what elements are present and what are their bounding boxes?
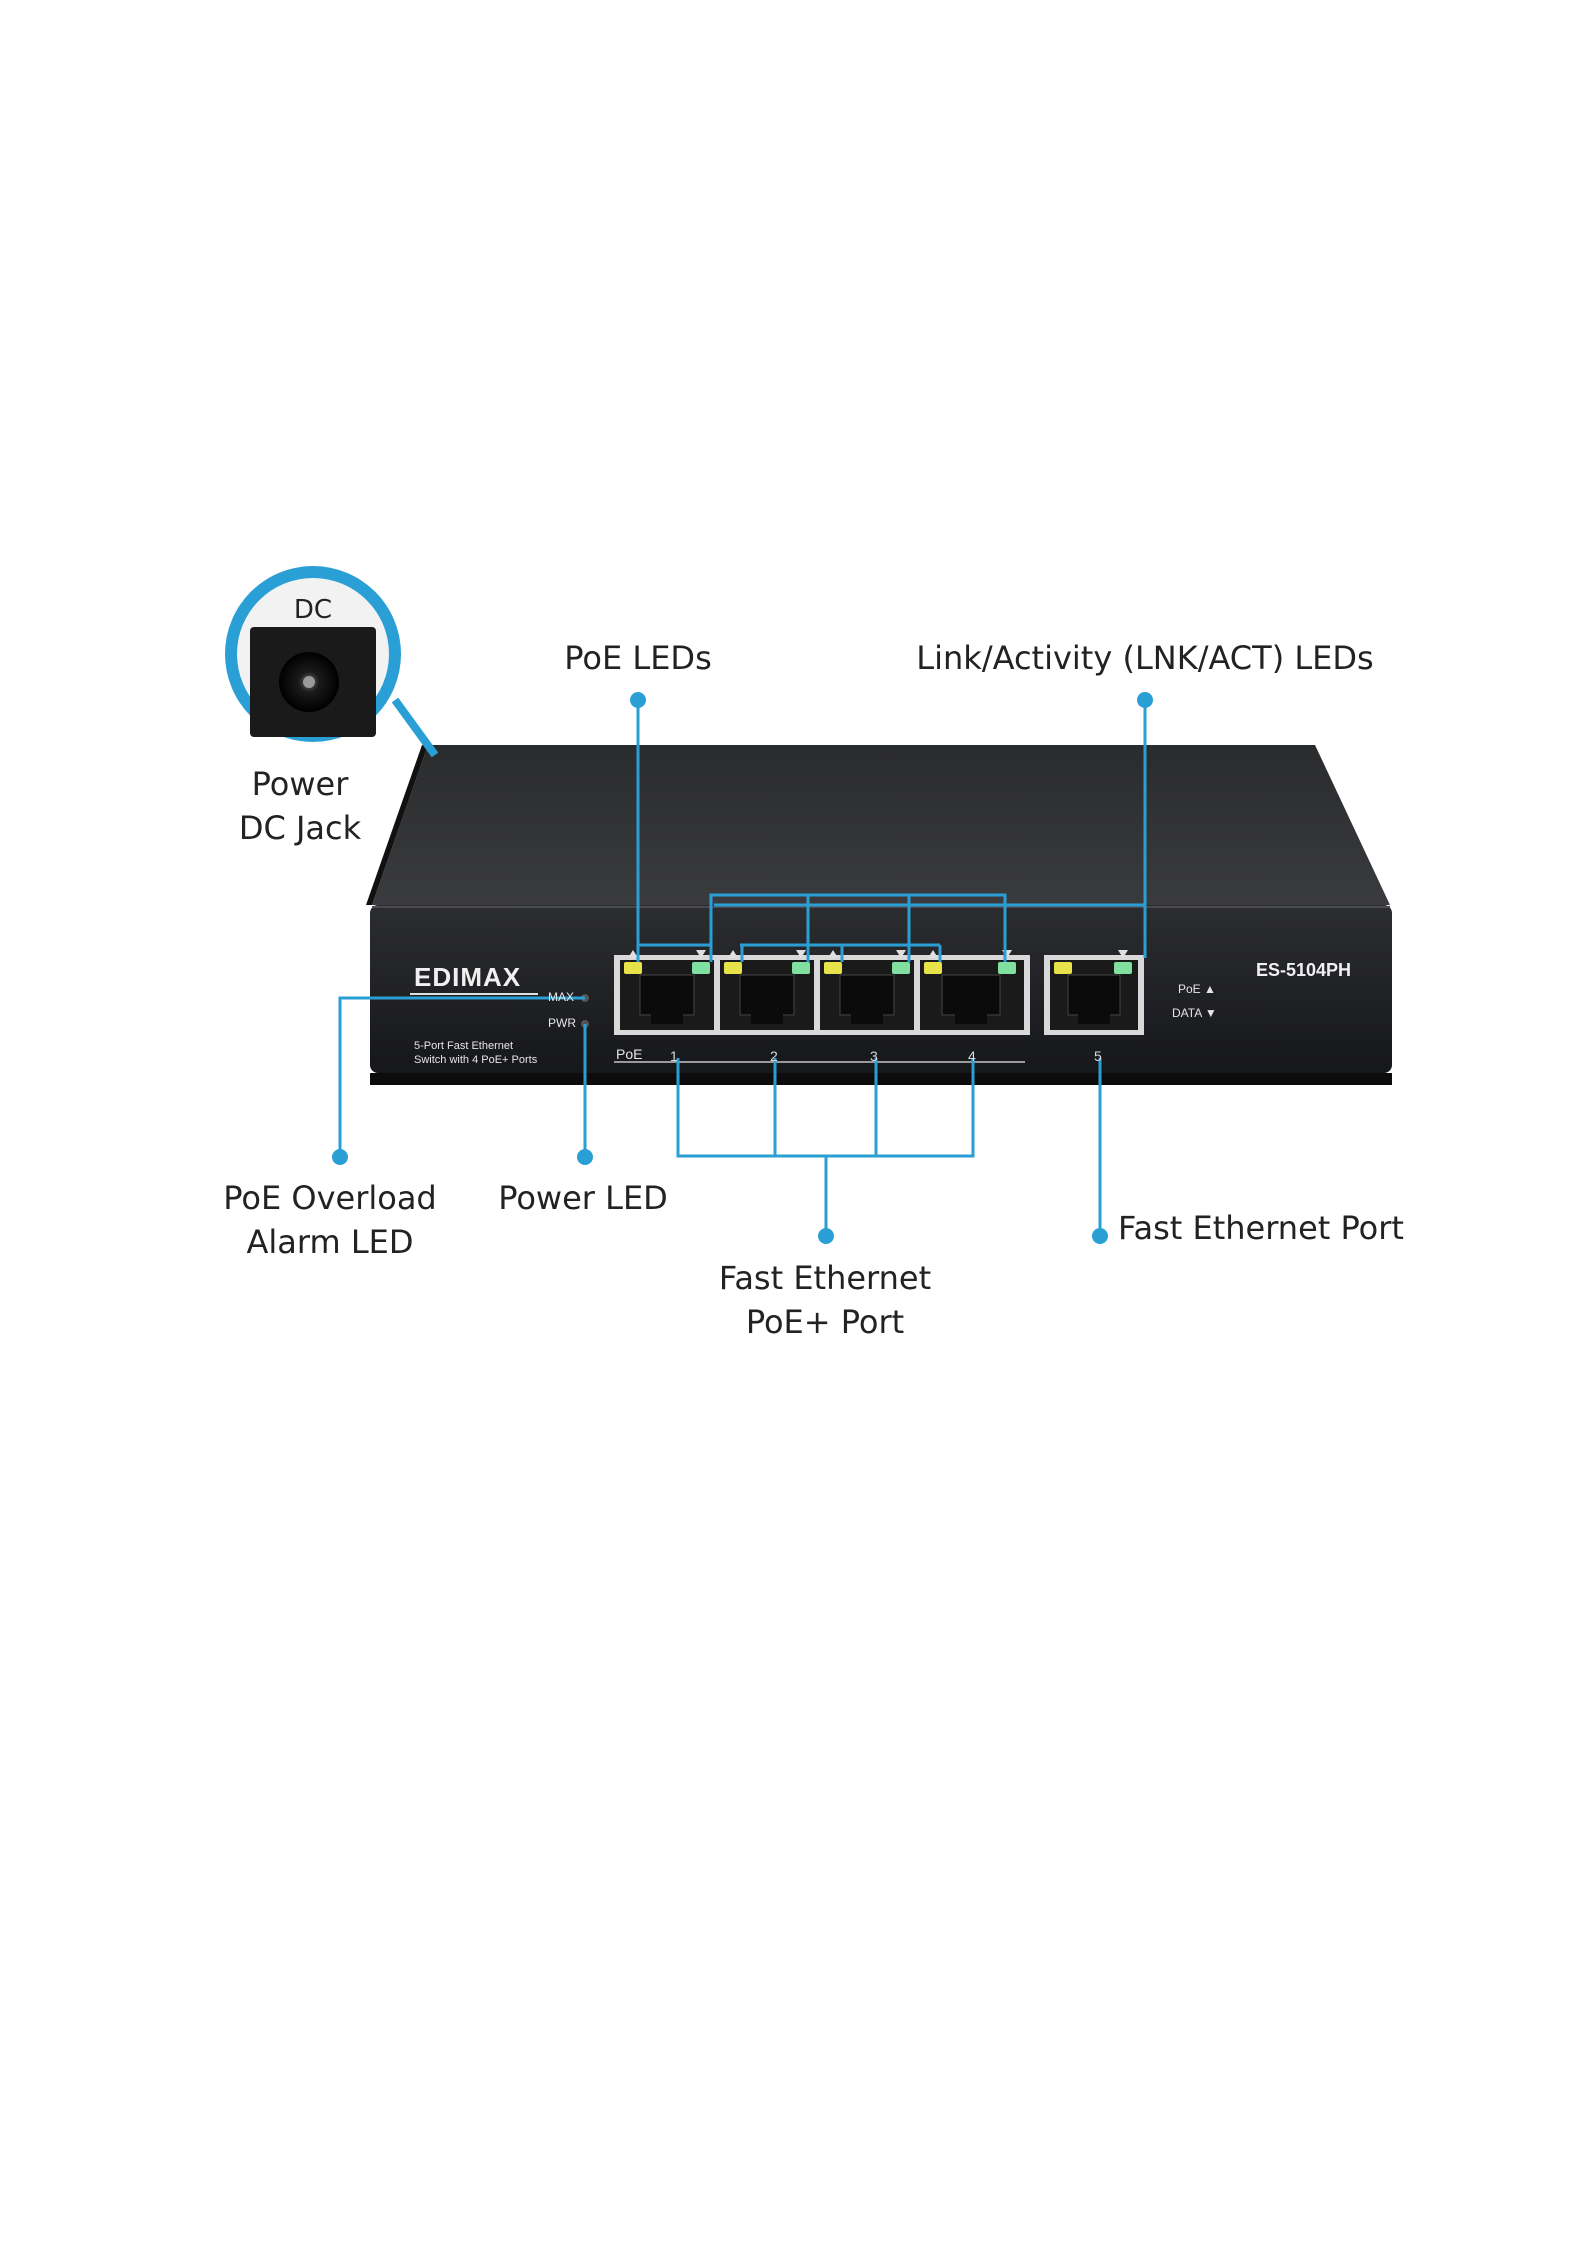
link-led-1 (692, 962, 710, 974)
poe-group-label: PoE (616, 1046, 642, 1062)
label-fast-ethernet-poe-line-1: Fast Ethernet (690, 1256, 960, 1300)
link-led-4 (998, 962, 1016, 974)
label-power-dc-jack-line-2: DC Jack (200, 806, 400, 850)
label-fast-ethernet-poe-line-2: PoE+ Port (690, 1300, 960, 1344)
link-led-2 (792, 962, 810, 974)
label-poe-overload-line-2: Alarm LED (200, 1220, 460, 1264)
port-number-3: 3 (870, 1048, 878, 1064)
port-number-5: 5 (1094, 1048, 1102, 1064)
pwr-led-label: PWR (548, 1016, 576, 1030)
chassis-top (372, 745, 1390, 905)
device-description-line-2: Switch with 4 PoE+ Ports (414, 1054, 537, 1066)
brand-logo: EDIMAX (414, 962, 521, 993)
link-led-5 (1114, 962, 1132, 974)
model-name: ES-5104PH (1256, 960, 1351, 981)
label-link-activity-leds: Link/Activity (LNK/ACT) LEDs (915, 636, 1375, 680)
label-power-dc-jack-line-1: Power (200, 762, 400, 806)
label-power-led: Power LED (468, 1176, 698, 1220)
port-number-1: 1 (670, 1048, 678, 1064)
label-poe-leds: PoE LEDs (538, 636, 738, 680)
port-number-2: 2 (770, 1048, 778, 1064)
label-poe-overload-line-1: PoE Overload (200, 1176, 460, 1220)
label-fast-ethernet-port: Fast Ethernet Port (1118, 1206, 1408, 1250)
port-number-4: 4 (968, 1048, 976, 1064)
poe-ports-group (614, 955, 1030, 1035)
poe-led-1 (624, 962, 642, 974)
label-power-dc-jack: Power DC Jack (200, 762, 400, 850)
label-poe-overload-alarm-led: PoE Overload Alarm LED (200, 1176, 460, 1264)
poe-led-3 (824, 962, 842, 974)
max-led-label: MAX (548, 990, 574, 1004)
poe-led-4 (924, 962, 942, 974)
legend-data: DATA ▼ (1172, 1006, 1217, 1020)
dc-badge: DC (278, 588, 348, 632)
poe-led-2 (724, 962, 742, 974)
label-fast-ethernet-poe-port: Fast Ethernet PoE+ Port (690, 1256, 960, 1344)
poe-led-5 (1054, 962, 1072, 974)
device-description-line-1: 5-Port Fast Ethernet (414, 1040, 513, 1052)
link-led-3 (892, 962, 910, 974)
legend-poe: PoE ▲ (1178, 982, 1216, 996)
